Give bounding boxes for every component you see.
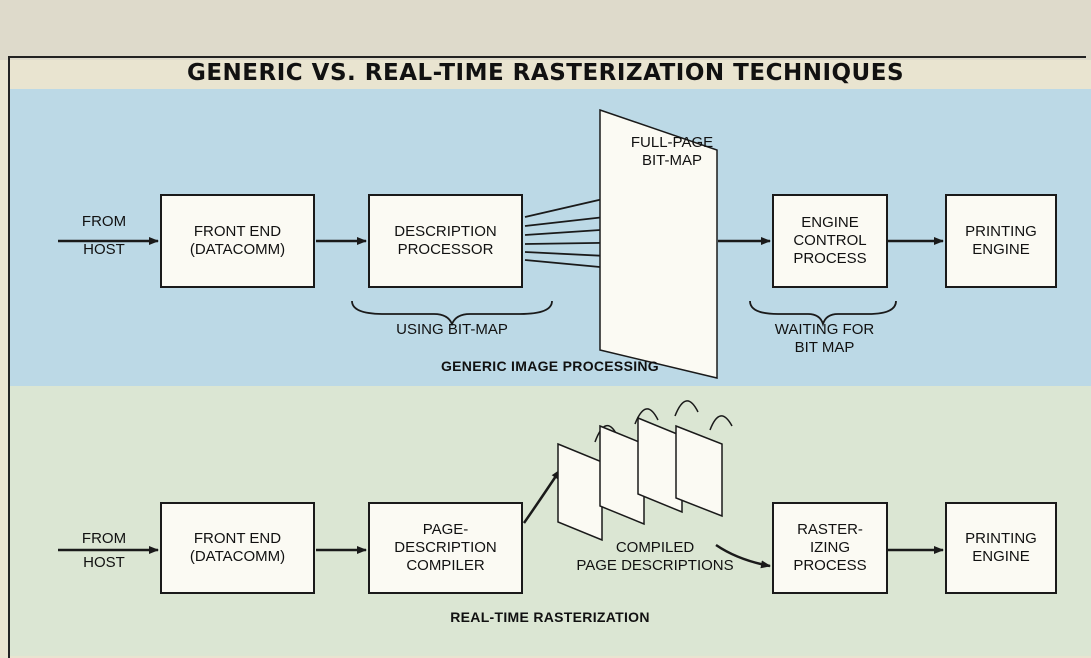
printing-engine-box-bottom: PRINTING ENGINE [945, 502, 1057, 594]
arrow-pages-to-rasterizing [715, 543, 771, 569]
from-host-label-bottom: FROM HOST [66, 530, 142, 572]
rasterizing-line2: IZING [809, 539, 850, 556]
printing-engine-line2: ENGINE [972, 241, 1030, 258]
compiler-line2: DESCRIPTION [394, 539, 497, 556]
figure-title: GENERIC VS. REAL-TIME RASTERIZATION TECH… [186, 60, 905, 86]
compiled-line2: PAGE DESCRIPTIONS [576, 557, 734, 574]
waiting-for-bitmap-label: WAITING FOR BIT MAP [752, 321, 897, 357]
host-text: HOST [83, 554, 125, 571]
arrow-compiler-to-pages [522, 469, 562, 524]
from-text: FROM [81, 530, 127, 547]
rasterizing-line1: RASTER- [797, 521, 863, 538]
full-page-bitmap-label: FULL-PAGE BIT-MAP [610, 134, 734, 170]
compiler-line1: PAGE- [422, 521, 469, 538]
front-end-box-bottom: FRONT END (DATACOMM) [160, 502, 315, 594]
printing-engine-line1: PRINTING [965, 223, 1037, 240]
compiler-line3: COMPILER [406, 557, 485, 574]
front-end-line1: FRONT END [193, 530, 282, 547]
compiled-pages-stack [557, 400, 733, 542]
host-text: HOST [83, 241, 125, 258]
front-end-line1: FRONT END [193, 223, 282, 240]
waiting-bitmap-brace [749, 300, 897, 328]
processor-line1: DESCRIPTION [394, 223, 497, 240]
engine-control-process-box: ENGINE CONTROL PROCESS [772, 194, 888, 288]
generic-caption: GENERIC IMAGE PROCESSING [440, 358, 659, 374]
description-processor-box: DESCRIPTION PROCESSOR [368, 194, 523, 288]
full-page-bitmap-sheet [599, 108, 718, 379]
engine-control-line1: ENGINE [801, 214, 859, 231]
using-bitmap-label: USING BIT-MAP [396, 321, 508, 338]
front-end-line2: (DATACOMM) [189, 241, 286, 258]
from-text: FROM [81, 213, 127, 230]
background-page-text-area [0, 0, 1091, 60]
bitmap-label-line1: FULL-PAGE [630, 134, 714, 151]
printing-engine-box-top: PRINTING ENGINE [945, 194, 1057, 288]
compiled-page-descriptions-label: COMPILED PAGE DESCRIPTIONS [560, 539, 750, 575]
compiled-line1: COMPILED [615, 539, 695, 556]
using-bitmap-brace [351, 300, 553, 327]
rasterizing-line3: PROCESS [793, 557, 867, 574]
waiting-line2: BIT MAP [794, 339, 855, 356]
bitmap-label-line2: BIT-MAP [641, 152, 702, 169]
rasterizing-process-box: RASTER- IZING PROCESS [772, 502, 888, 594]
processor-line2: PROCESSOR [397, 241, 494, 258]
waiting-line1: WAITING FOR [774, 321, 875, 338]
engine-control-line2: CONTROL [793, 232, 867, 249]
front-end-line2: (DATACOMM) [189, 548, 286, 565]
front-end-box-top: FRONT END (DATACOMM) [160, 194, 315, 288]
realtime-caption: REAL-TIME RASTERIZATION [450, 609, 650, 625]
figure-frame [8, 56, 1086, 658]
engine-control-line3: PROCESS [793, 250, 867, 267]
page-description-compiler-box: PAGE- DESCRIPTION COMPILER [368, 502, 523, 594]
printing-engine-line2: ENGINE [972, 548, 1030, 565]
printing-engine-line1: PRINTING [965, 530, 1037, 547]
from-host-label-top: FROM HOST [66, 213, 142, 259]
